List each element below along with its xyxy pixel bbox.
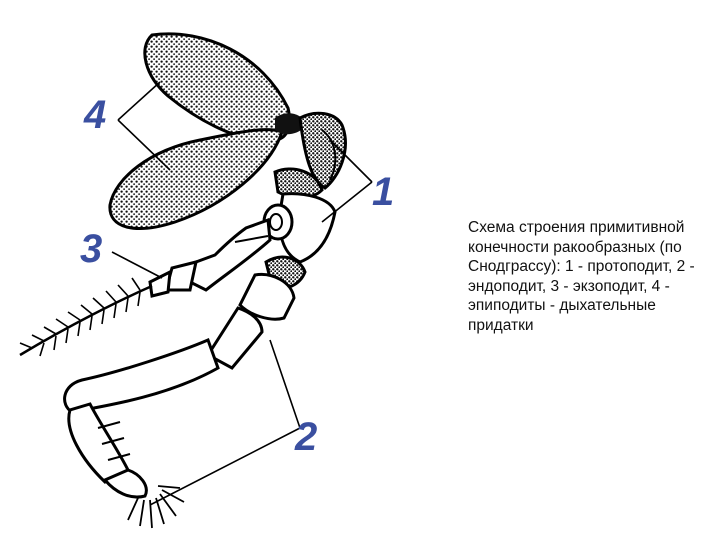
limb-diagram: 4 1 3 2	[19, 32, 394, 529]
label-3: 3	[80, 227, 102, 271]
exopodite-setae	[19, 277, 153, 357]
label-1: 1	[372, 170, 394, 214]
label-2: 2	[294, 415, 317, 459]
leader-1	[321, 139, 373, 223]
epipodite-lower	[108, 128, 284, 230]
endopodite-tip-setae	[127, 485, 185, 529]
exopodite	[148, 217, 272, 298]
endopodite	[63, 272, 296, 499]
leader-2	[149, 339, 301, 506]
leader-4	[117, 81, 171, 171]
leader-lines	[111, 81, 373, 506]
label-4: 4	[83, 93, 106, 137]
leader-3	[111, 251, 163, 279]
diagram-caption: Схема строения примитивной конечности ра…	[468, 219, 695, 334]
epipodite-upper	[143, 32, 291, 143]
